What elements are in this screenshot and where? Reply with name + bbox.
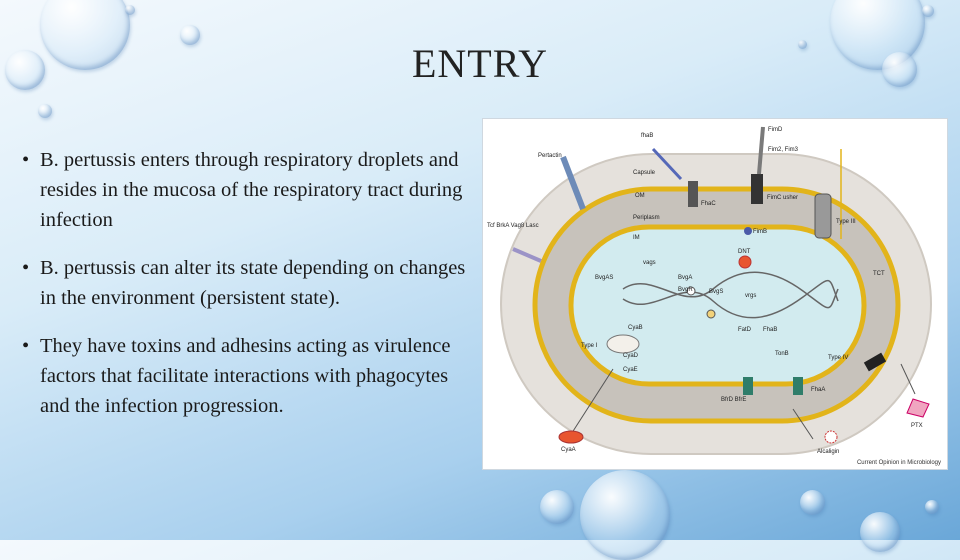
label-alcaligin: Alcaligin xyxy=(817,449,839,455)
label-pertactin: Pertactin xyxy=(538,153,562,159)
cyaa-toxin xyxy=(558,430,584,444)
bacterium-svg: fhaB FimD Fim2, Fim3 Pertactin Capsule O… xyxy=(487,126,932,455)
bullet-list: B. pertussis enters through respiratory … xyxy=(22,145,477,439)
label-bvgr: BvgR xyxy=(678,287,693,293)
label-cyad: CyaD xyxy=(623,353,639,359)
water-drop xyxy=(860,512,900,552)
label-fimc: FimC usher xyxy=(767,195,798,201)
label-type1: Type I xyxy=(581,343,598,349)
figure-caption: Current Opinion in Microbiology xyxy=(856,460,941,466)
water-drop xyxy=(798,40,807,49)
water-drop xyxy=(38,104,52,118)
water-drop xyxy=(580,470,670,560)
label-ptx: PTX xyxy=(911,423,923,429)
label-tcf: Tcf BrkA Vag8 Lasc xyxy=(487,223,539,229)
label-om: OM xyxy=(635,193,645,199)
label-fimb: FimB xyxy=(753,229,767,235)
type1-system xyxy=(606,334,640,354)
label-vags: vags xyxy=(643,260,656,266)
bacterium-diagram: fhaB FimD Fim2, Fim3 Pertactin Capsule O… xyxy=(482,118,948,470)
label-tct: TCT xyxy=(873,271,885,277)
bullet-item: B. pertussis can alter its state dependi… xyxy=(22,253,477,313)
pertactin-helix xyxy=(560,155,586,211)
label-periplasm: Periplasm xyxy=(633,215,660,221)
typeiv-system xyxy=(863,352,887,372)
label-capsule: Capsule xyxy=(633,170,656,176)
fhaa-channel xyxy=(743,377,753,395)
label-fim2-fim3: Fim2, Fim3 xyxy=(768,147,799,153)
label-bfrd: BfrD BfrE xyxy=(721,397,746,403)
label-tonb: TonB xyxy=(775,351,789,357)
fhac-channel xyxy=(688,181,698,207)
label-vrgs: vrgs xyxy=(745,293,756,299)
label-fatd: FatD xyxy=(738,327,752,333)
bvga-marker xyxy=(706,309,716,319)
fimc-usher xyxy=(751,174,763,204)
bullet-item: B. pertussis enters through respiratory … xyxy=(22,145,477,235)
label-fhab: fhaB xyxy=(641,133,653,139)
water-drop xyxy=(40,0,130,70)
label-cyaa: CyaA xyxy=(561,447,576,453)
label-bvgas: BvgAS xyxy=(595,275,613,281)
water-drop xyxy=(125,5,135,15)
bullet-item: They have toxins and adhesins acting as … xyxy=(22,331,477,421)
dnt-toxin xyxy=(738,255,752,269)
label-bvgs: BvgS xyxy=(709,289,723,295)
water-drop xyxy=(922,5,934,17)
type3-system xyxy=(814,193,832,239)
water-drop xyxy=(540,490,574,524)
slide-title: ENTRY xyxy=(411,41,549,86)
bvgr-marker xyxy=(686,286,696,296)
label-fimd: FimD xyxy=(768,127,783,133)
label-cyab: CyaB xyxy=(628,325,643,331)
water-drop xyxy=(800,490,825,515)
label-type3: Type III xyxy=(836,219,856,225)
label-fhaa: FhaA xyxy=(811,387,825,393)
bfrd-channel xyxy=(793,377,803,395)
label-fhac: FhaC xyxy=(701,201,716,207)
label-im: IM xyxy=(633,235,640,241)
cyaa-arrow xyxy=(567,368,614,440)
tcf-arrow xyxy=(512,247,542,263)
water-drop xyxy=(882,52,917,87)
ptx-toxin xyxy=(906,398,930,418)
label-typeiv: Type IV xyxy=(828,355,848,361)
water-drop xyxy=(925,500,939,514)
dna-strand xyxy=(622,271,839,309)
fhaa-arrow xyxy=(792,408,814,440)
ptx-arrow xyxy=(900,363,916,395)
fhab-filament xyxy=(651,147,683,181)
label-fhab2: FhaB xyxy=(763,327,777,333)
fim-fimbria xyxy=(757,126,765,175)
water-drop xyxy=(5,50,45,90)
water-drop xyxy=(180,25,200,45)
label-dnt: DNT xyxy=(738,249,751,255)
label-bvga: BvgA xyxy=(678,275,692,281)
fimb-marker xyxy=(744,227,752,235)
label-cyae: CyaE xyxy=(623,367,638,373)
alcaligin-siderophore xyxy=(824,430,838,444)
dna-strand xyxy=(622,279,839,319)
